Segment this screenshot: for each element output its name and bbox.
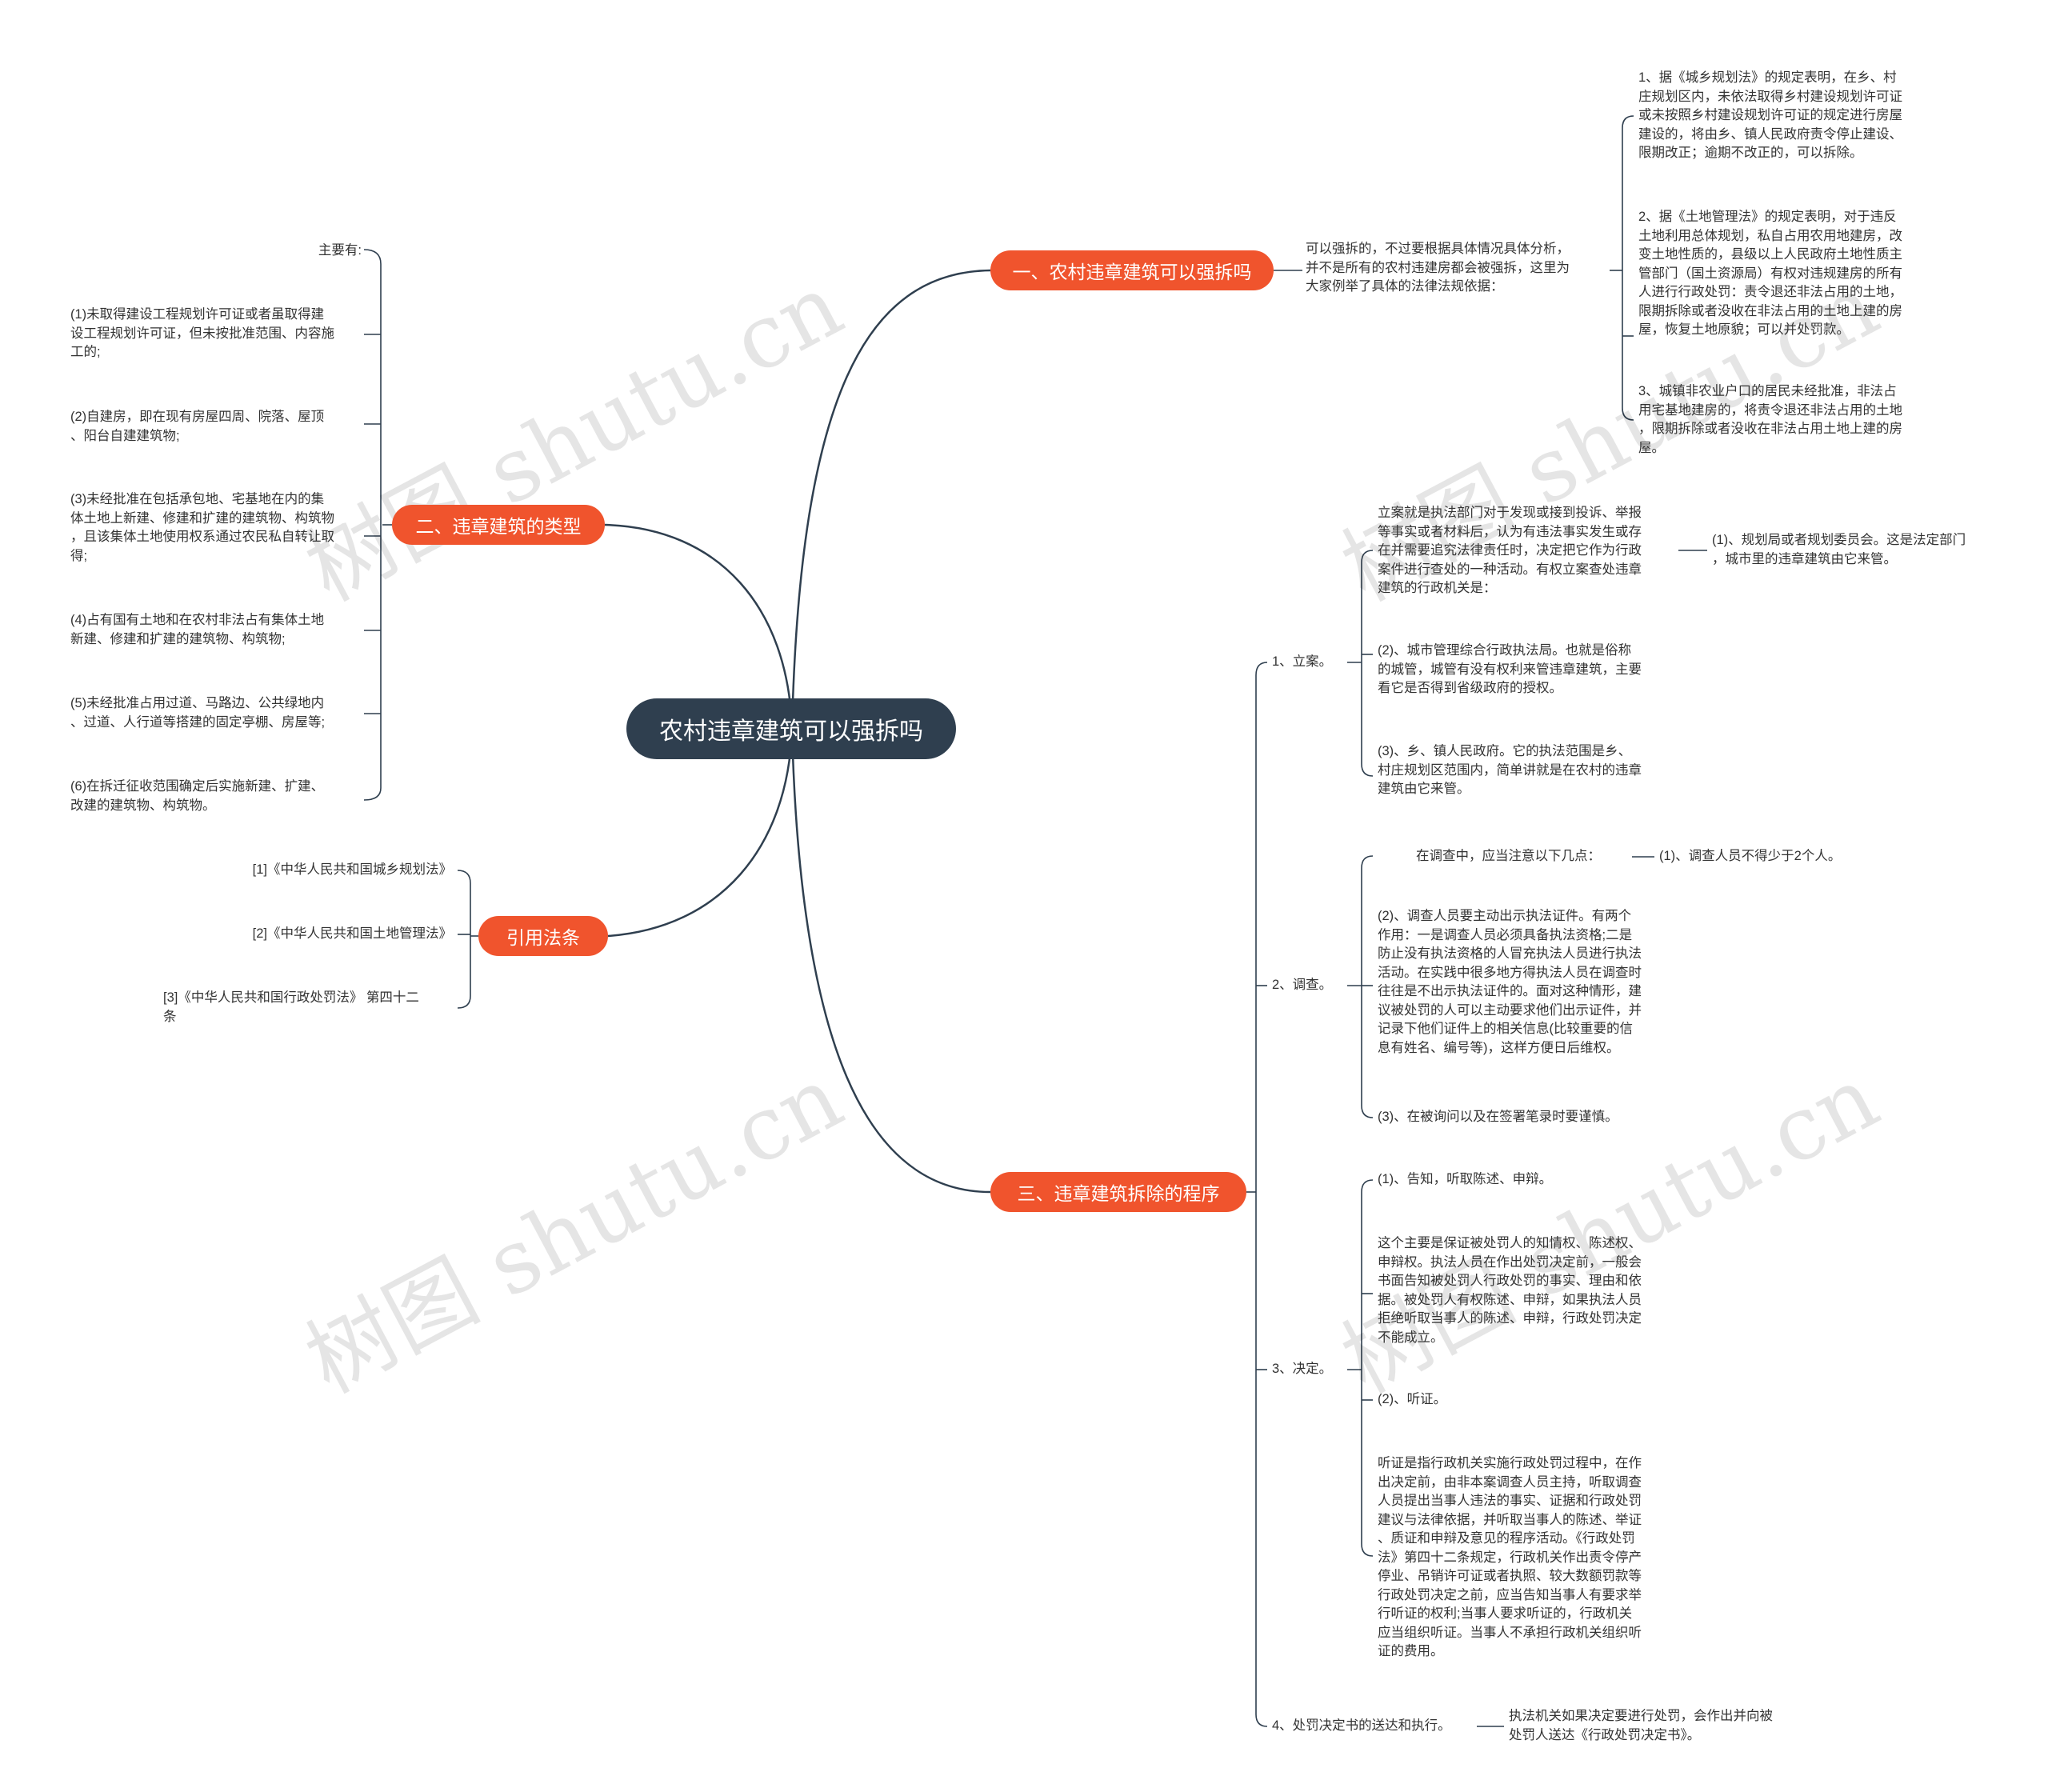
step-1-item-3: (3)、乡、镇人民政府。它的执法范围是乡、 村庄规划区范围内，简单讲就是在农村的… (1378, 744, 1642, 796)
step-3-item-3: (2)、听证。 (1378, 1392, 1447, 1406)
b2-intro: 主要有: (318, 243, 362, 258)
step-2-intro-child: (1)、调查人员不得少于2个人。 (1659, 849, 1842, 863)
step-4-label: 4、处罚决定书的送达和执行。 (1272, 1718, 1451, 1733)
step-3-label: 3、决定。 (1272, 1362, 1333, 1376)
step-3-item-2: 这个主要是保证被处罚人的知情权、陈述权、 申辩权。执法人员在作出处罚决定前，一般… (1378, 1236, 1642, 1345)
branch-illegal-building-types[interactable]: 二、违章建筑的类型 (392, 505, 605, 545)
root-node[interactable]: 农村违章建筑可以强拆吗 (626, 698, 956, 759)
law-ref-2: [2]《中华人民共和国土地管理法》 (252, 926, 452, 941)
b2-item-4: (4)占有国有土地和在农村非法占有集体土地 新建、修建和扩建的建筑物、构筑物; (70, 613, 325, 646)
b2-item-6: (6)在拆迁征收范围确定后实施新建、扩建、 改建的建筑物、构筑物。 (70, 779, 325, 813)
b1-item-1: 1、据《城乡规划法》的规定表明，在乡、村 庄规划区内，未依法取得乡村建设规划许可… (1638, 70, 1902, 160)
b2-item-3: (3)未经批准在包括承包地、宅基地在内的集 体土地上新建、修建和扩建的建筑物、构… (70, 492, 334, 563)
step-1-intro: 立案就是执法部门对于发现或接到投诉、举报 等事实或者材料后，认为有违法事实发生或… (1378, 506, 1642, 595)
branch-can-demolish[interactable]: 一、农村违章建筑可以强拆吗 (990, 250, 1274, 290)
step-2-item-3: (3)、在被询问以及在签署笔录时要谨慎。 (1378, 1110, 1618, 1124)
step-3-item-1: (1)、告知，听取陈述、申辩。 (1378, 1172, 1553, 1186)
b1-intro: 可以强拆的，不过要根据具体情况具体分析， 并不是所有的农村违建房都会被强拆，这里… (1306, 242, 1570, 294)
branch-cited-laws[interactable]: 引用法条 (478, 916, 608, 956)
step-3-item-4: 听证是指行政机关实施行政处罚过程中，在作 出决定前，由非本案调查人员主持，听取调… (1378, 1456, 1642, 1658)
law-ref-1: [1]《中华人民共和国城乡规划法》 (252, 862, 452, 877)
step-1-label: 1、立案。 (1272, 654, 1333, 669)
b2-item-5: (5)未经批准占用过道、马路边、公共绿地内 、过道、人行道等搭建的固定亭棚、房屋… (70, 696, 326, 730)
step-1-item-2: (2)、城市管理综合行政执法局。也就是俗称 的城管，城管有没有权利来管违章建筑，… (1378, 643, 1642, 695)
b2-item-1: (1)未取得建设工程规划许可证或者虽取得建 设工程规划许可证，但未按批准范围、内… (70, 307, 334, 359)
step-4-child: 执法机关如果决定要进行处罚，会作出并向被 处罚人送达《行政处罚决定书》。 (1509, 1709, 1773, 1742)
b1-item-2: 2、据《土地管理法》的规定表明，对于违反 土地利用总体规划，私自占用农用地建房，… (1638, 210, 1902, 337)
law-ref-3: [3]《中华人民共和国行政处罚法》 第四十二 条 (163, 990, 419, 1024)
b2-item-2: (2)自建房，即在现有房屋四周、院落、屋顶 、阳台自建建筑物; (70, 410, 325, 443)
step-2-label: 2、调查。 (1272, 978, 1333, 992)
step-2-item-2: (2)、调查人员要主动出示执法证件。有两个 作用：一是调查人员必须具备执法资格;… (1378, 909, 1642, 1055)
step-1-intro-child: (1)、规划局或者规划委员会。这是法定部门 ，城市里的违章建筑由它来管。 (1712, 533, 1966, 566)
b1-item-3: 3、城镇非农业户口的居民未经批准，非法占 用宅基地建房的，将责令退还非法占用的土… (1638, 384, 1902, 455)
branch-demolition-procedure[interactable]: 三、违章建筑拆除的程序 (990, 1172, 1246, 1212)
step-2-intro: 在调查中，应当注意以下几点： (1416, 849, 1601, 863)
